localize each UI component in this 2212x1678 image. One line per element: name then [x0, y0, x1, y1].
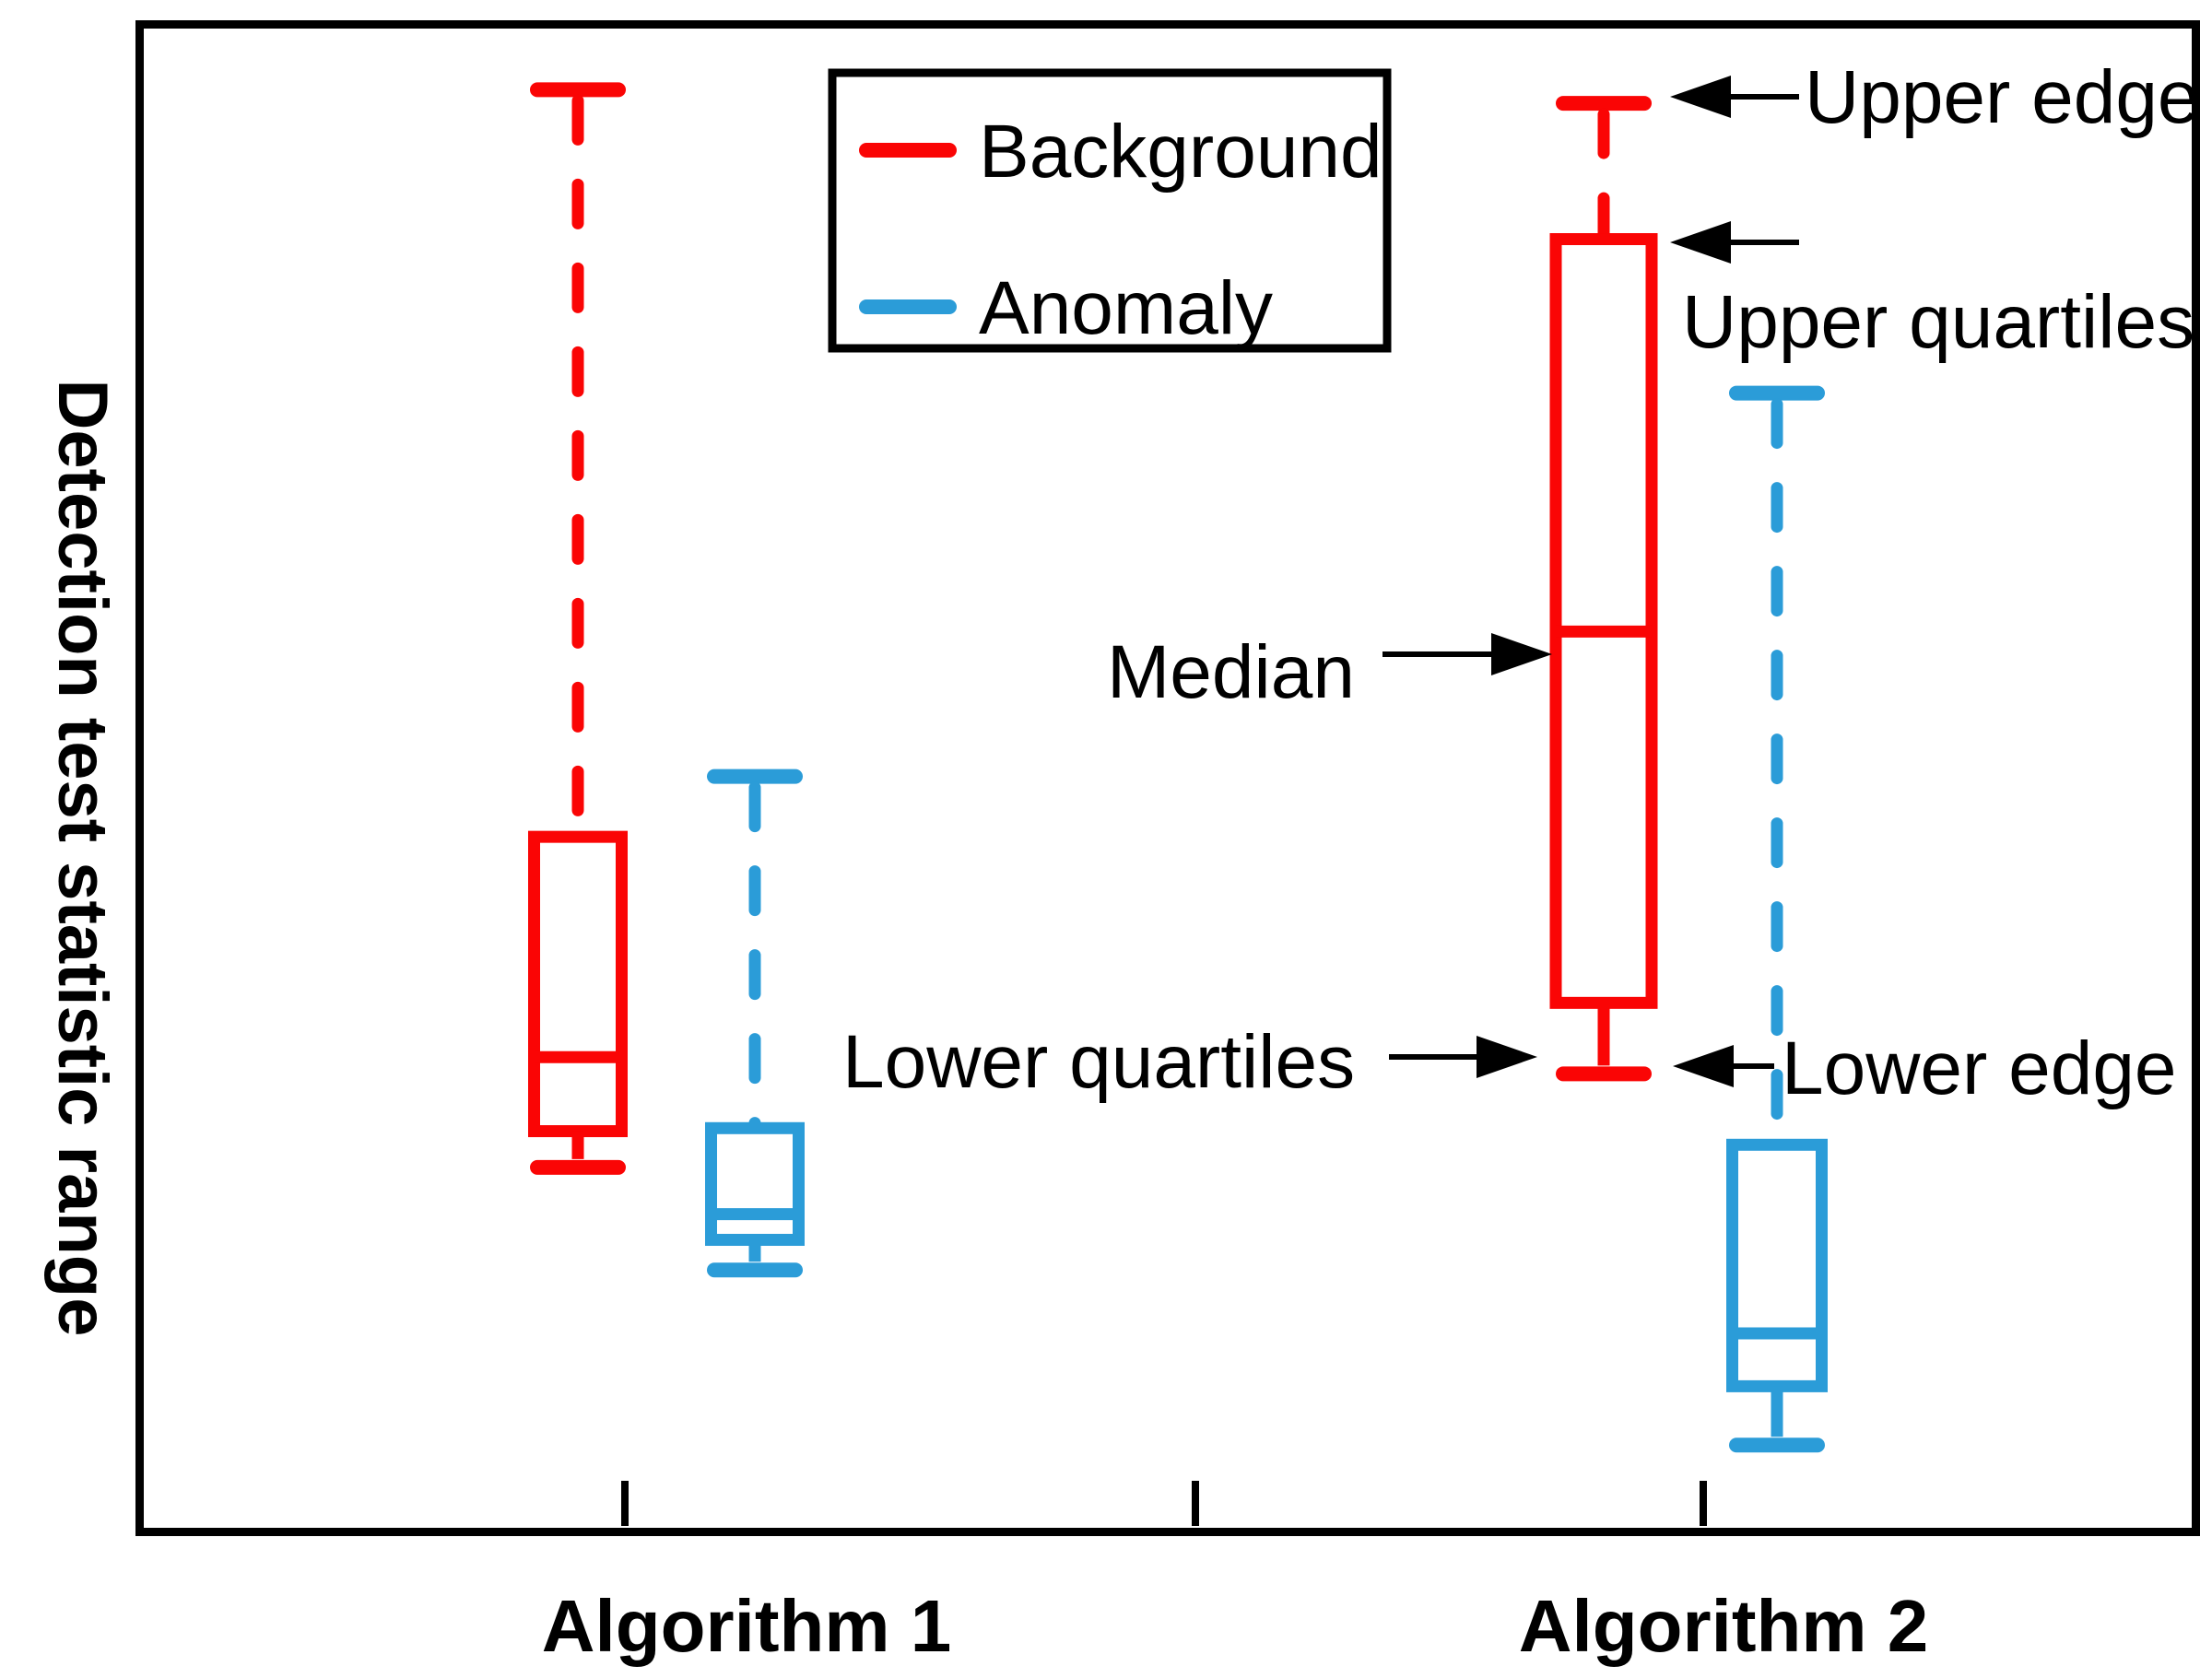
x-axis-ticks [621, 1481, 1707, 1526]
annotation-upper-edge: Upper edge [1805, 55, 2200, 139]
iqr-box [528, 830, 628, 1138]
annotation-median: Median [1107, 630, 1355, 714]
x-tick-label-algorithm-1: Algorithm 1 [542, 1585, 951, 1667]
legend-label-anomaly: Anomaly [979, 266, 1273, 350]
boxplot-background-algorithm-2 [1549, 96, 1658, 1082]
annotation-arrows [1382, 76, 1799, 1087]
x-tick-label-algorithm-2: Algorithm 2 [1519, 1585, 1928, 1667]
iqr-box [705, 1121, 805, 1247]
boxplot-anomaly-algorithm-1 [705, 769, 805, 1278]
iqr-box [1549, 233, 1658, 1009]
y-axis-label: Detection test statistic range [43, 380, 122, 1337]
plot-frame [135, 20, 2200, 1536]
boxplot-series [528, 82, 1828, 1453]
boxplot-anomaly-algorithm-2 [1726, 385, 1828, 1453]
iqr-box [1726, 1138, 1828, 1392]
legend: Background Anomaly [828, 68, 1392, 353]
annotation-lower-edge: Lower edge [1782, 1027, 2177, 1110]
annotation-lower-quartiles: Lower quartiles [842, 1020, 1355, 1104]
legend-label-background: Background [979, 110, 1382, 194]
annotation-upper-quartiles: Upper quartiles [1682, 280, 2194, 364]
boxplot-background-algorithm-1 [528, 82, 628, 1175]
